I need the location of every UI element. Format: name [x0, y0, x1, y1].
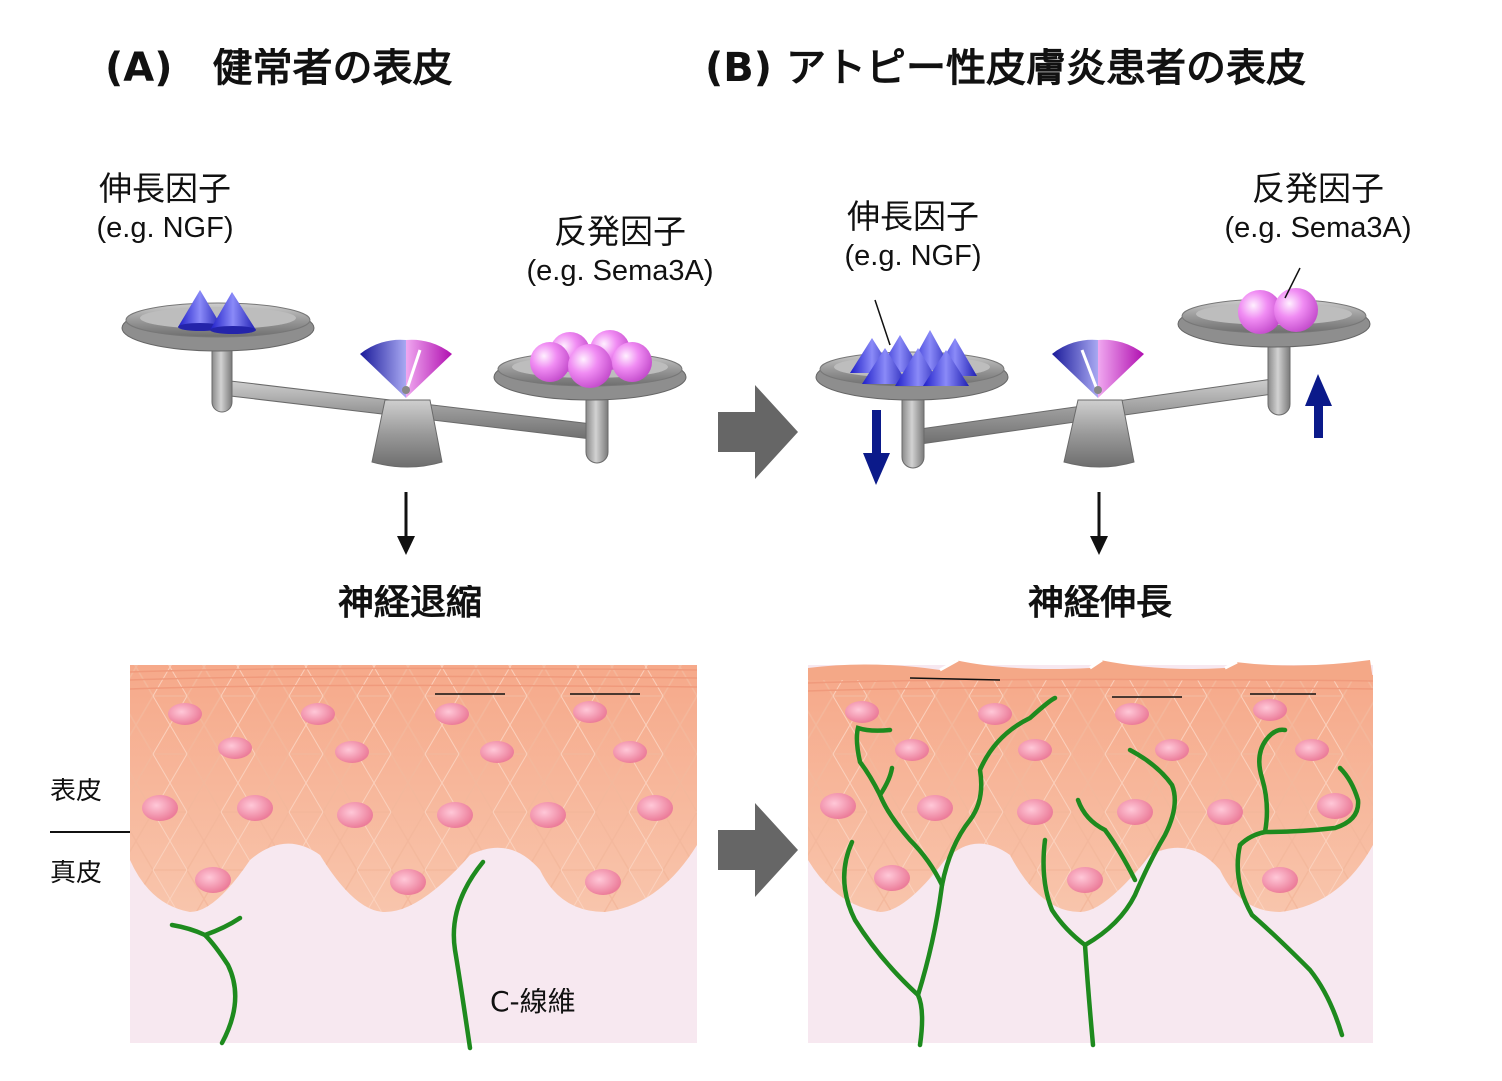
panel-a-cell-nuclei [142, 701, 673, 895]
panel-b-balance-scale [815, 298, 1371, 469]
panel-a-skin-section [129, 665, 698, 1051]
panel-b-repulsion-factor-example: (e.g. Sema3A) [1224, 212, 1412, 244]
down-arrow-a [397, 492, 415, 555]
epidermis-label: 表皮 [50, 778, 103, 806]
transition-arrow-bottom [718, 803, 798, 897]
panel-a-growth-factor-cones [178, 290, 256, 334]
panel-b-growth-factor-label: 伸長因子 [847, 200, 979, 236]
growth-factor-decrease-arrow [863, 410, 890, 485]
panel-b-skin-section [807, 658, 1374, 1048]
panel-a-growth-factor-example: (e.g. NGF) [96, 212, 234, 244]
panel-a-repulsion-factor-label: 反発因子 [554, 215, 686, 251]
transition-arrow-top [718, 385, 798, 479]
panel-a-nerve-fibers [169, 859, 486, 1051]
down-arrow-b [1090, 492, 1108, 555]
dermis-label: 真皮 [50, 860, 103, 888]
panel-a-repulsion-factor-spheres [530, 330, 652, 388]
panel-b-repulsion-factor-label: 反発因子 [1252, 172, 1384, 208]
panel-a-title: (A) 健常者の表皮 [105, 48, 453, 91]
panel-a-growth-factor-label: 伸長因子 [99, 172, 231, 208]
panel-b-growth-factor-cones [850, 330, 977, 386]
panel-a-repulsion-factor-example: (e.g. Sema3A) [526, 255, 714, 287]
panel-b-cell-nuclei [820, 699, 1353, 893]
panel-b-repulsion-leader-line [1284, 267, 1301, 299]
panel-b-growth-factor-example: (e.g. NGF) [844, 240, 982, 272]
panel-b-title: (B) アトピー性皮膚炎患者の表皮 [705, 48, 1306, 91]
panel-a-outcome-label: 神経退縮 [337, 585, 483, 623]
c-fiber-label: C-線維 [490, 988, 576, 1018]
panel-b-outcome-label: 神経伸長 [1027, 585, 1173, 623]
panel-b-repulsion-factor-spheres [1238, 288, 1318, 334]
panel-b-nerve-fibers [842, 695, 1361, 1048]
repulsion-factor-increase-arrow [1305, 374, 1332, 438]
panel-b-growth-leader-line [874, 299, 891, 346]
